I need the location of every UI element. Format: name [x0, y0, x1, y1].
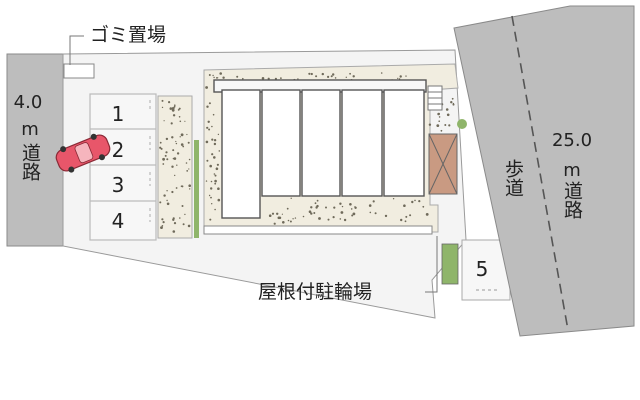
gravel-texture	[159, 99, 191, 233]
parking-space-5: 5	[476, 257, 489, 281]
gravel-texture	[268, 197, 429, 225]
parking-space-2: 2	[112, 138, 125, 162]
stairs	[427, 85, 443, 111]
left-road-label: 道路	[19, 143, 41, 181]
left-road-width: 4.0	[14, 92, 43, 113]
right-road-width: 25.0	[552, 130, 592, 151]
parking-space-1: 1	[112, 102, 125, 126]
garbage-area	[63, 63, 95, 79]
bicycle-parking-area	[441, 243, 459, 285]
apartment-building	[213, 79, 427, 219]
gravel-strip-left	[157, 95, 193, 239]
shrub-icon	[457, 119, 467, 129]
car-icon	[55, 133, 111, 173]
walkway-strip	[203, 225, 433, 235]
gravel-texture	[208, 72, 407, 82]
planting-icon	[194, 140, 199, 238]
sidewalk-label: 歩道	[502, 159, 524, 197]
parking-area-left	[89, 93, 157, 241]
bicycle-parking-label: 屋根付駐輪場	[258, 281, 372, 303]
garbage-label: ゴミ置場	[90, 24, 166, 46]
left-road-unit: m	[21, 119, 39, 140]
tree-icon	[428, 133, 458, 195]
right-road-unit: m	[563, 160, 581, 181]
right-road	[453, 5, 635, 337]
garbage-leader-line	[69, 35, 84, 65]
bicycle-leader-line	[425, 236, 438, 293]
sidewalk-boundary	[511, 15, 569, 331]
left-road	[6, 53, 64, 247]
right-road-label: 道路	[561, 181, 583, 219]
parking-space-3: 3	[112, 173, 125, 197]
parking-space-4: 4	[112, 209, 125, 233]
